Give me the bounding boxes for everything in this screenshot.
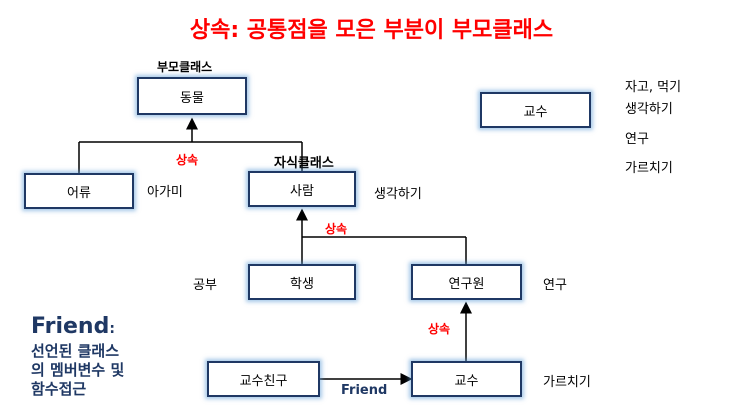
friend-arrow-label: Friend bbox=[341, 383, 388, 398]
friend-note-heading: Friend: bbox=[31, 314, 115, 339]
fish-action-label: 아가미 bbox=[147, 185, 183, 200]
parent-class-label: 부모클래스 bbox=[157, 60, 213, 74]
standalone-list-item: 가르치기 bbox=[625, 161, 673, 176]
class-box-professor-standalone: 교수 bbox=[480, 92, 591, 128]
class-box-person: 사람 bbox=[248, 171, 356, 207]
inherit-label-top: 상속 bbox=[176, 153, 199, 167]
class-box-professor: 교수 bbox=[411, 361, 522, 397]
standalone-list-item: 연구 bbox=[625, 132, 649, 147]
page-title: 상속: 공통점을 모은 부분이 부모클래스 bbox=[189, 18, 554, 43]
researcher-action-label: 연구 bbox=[543, 278, 567, 293]
friend-note-line: 함수접근 bbox=[31, 380, 87, 398]
class-box-researcher: 연구원 bbox=[411, 264, 522, 300]
professor-action-label: 가르치기 bbox=[543, 375, 591, 390]
friend-note: Friend: 선언된 클래스 의 멤버변수 및 함수접근 bbox=[31, 314, 124, 399]
class-box-fish: 어류 bbox=[24, 173, 134, 209]
person-action-label: 생각하기 bbox=[374, 187, 422, 202]
inherit-label-mid: 상속 bbox=[325, 222, 348, 236]
student-action-label: 공부 bbox=[193, 278, 217, 293]
standalone-list-item: 생각하기 bbox=[625, 102, 673, 117]
class-box-animal: 동물 bbox=[137, 77, 247, 115]
inherit-label-bottom: 상속 bbox=[428, 322, 451, 336]
standalone-list-item: 자고, 먹기 bbox=[625, 80, 682, 95]
friend-note-line: 선언된 클래스 bbox=[31, 342, 120, 360]
friend-note-line: 의 멤버변수 및 bbox=[31, 361, 125, 379]
class-box-professor-friend: 교수친구 bbox=[207, 361, 320, 397]
class-box-student: 학생 bbox=[248, 264, 356, 300]
child-class-label: 자식클래스 bbox=[274, 156, 334, 171]
